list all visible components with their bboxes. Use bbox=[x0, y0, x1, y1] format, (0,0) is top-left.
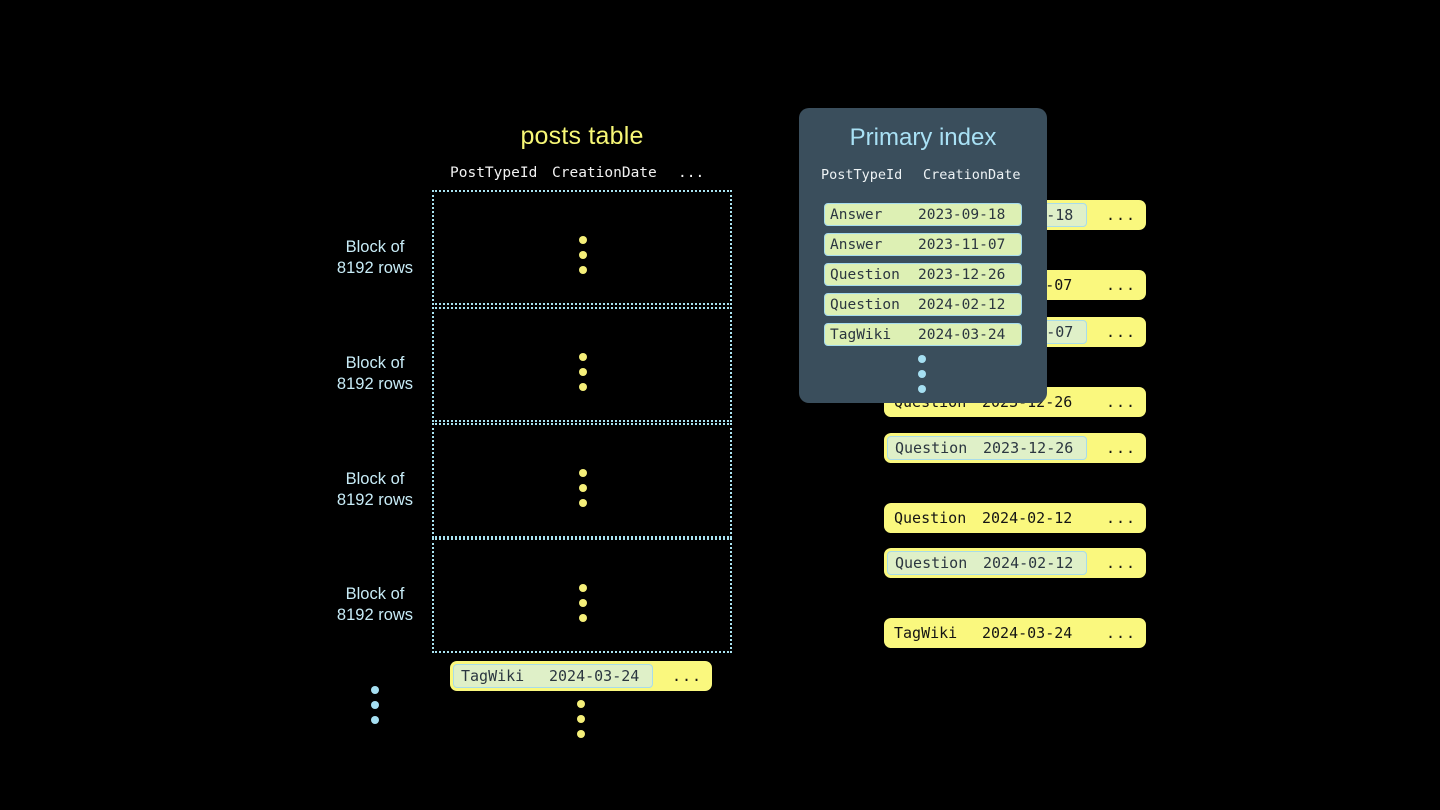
cell-creationdate: 2024-02-12 bbox=[983, 554, 1074, 572]
cell-creationdate: 2024-03-24 bbox=[549, 667, 640, 685]
index-cell-creationdate: 2023-09-18 bbox=[918, 206, 1006, 223]
primary-index-title: Primary index bbox=[849, 124, 997, 151]
index-cell-creationdate: 2024-03-24 bbox=[918, 326, 1006, 343]
cell-creationdate: 2024-02-12 bbox=[982, 509, 1073, 527]
index-column-header-creationdate: CreationDate bbox=[923, 167, 1021, 183]
posts-table-title: posts table bbox=[520, 122, 644, 150]
posts-table-column-headers: PostTypeId CreationDate ... bbox=[432, 165, 732, 187]
cell-more: ... bbox=[1106, 554, 1137, 572]
cell-posttypeid: TagWiki bbox=[461, 667, 525, 685]
cell-more: ... bbox=[1106, 276, 1137, 294]
table-ellipsis-icon bbox=[577, 700, 587, 745]
row-highlight-cells: Question 2024-02-12 bbox=[887, 551, 1087, 575]
block-label-1: Block of 8192 rows bbox=[336, 238, 414, 277]
table-row: TagWiki 2024-03-24 ... bbox=[884, 618, 1146, 648]
cell-posttypeid: Question bbox=[895, 554, 968, 572]
primary-index-panel: Primary index PostTypeId CreationDate An… bbox=[799, 108, 1047, 403]
block-label-2: Block of 8192 rows bbox=[336, 354, 414, 393]
column-header-creationdate: CreationDate bbox=[552, 165, 657, 181]
posts-table-diagram: posts table PostTypeId CreationDate ... … bbox=[336, 122, 1146, 745]
cell-posttypeid: Question bbox=[895, 439, 968, 457]
index-cell-creationdate: 2024-02-12 bbox=[918, 296, 1006, 313]
cell-more: ... bbox=[1106, 206, 1137, 224]
cell-more: ... bbox=[672, 667, 703, 685]
table-row: Question 2024-02-12 ... bbox=[884, 548, 1146, 578]
table-row-trailing: TagWiki 2024-03-24 ... bbox=[450, 661, 712, 691]
cell-creationdate: 2024-03-24 bbox=[982, 624, 1073, 642]
block-label-4: Block of 8192 rows bbox=[336, 585, 414, 624]
cell-more: ... bbox=[1106, 439, 1137, 457]
index-row: Question 2023-12-26 bbox=[824, 263, 1022, 286]
index-row: TagWiki 2024-03-24 bbox=[824, 323, 1022, 346]
cell-more: ... bbox=[1106, 323, 1137, 341]
cell-more: ... bbox=[1106, 393, 1137, 411]
primary-index-column-headers: PostTypeId CreationDate bbox=[799, 167, 1047, 187]
cell-posttypeid: TagWiki bbox=[894, 624, 958, 642]
index-row: Answer 2023-09-18 bbox=[824, 203, 1022, 226]
index-row: Question 2024-02-12 bbox=[824, 293, 1022, 316]
index-row: Answer 2023-11-07 bbox=[824, 233, 1022, 256]
index-cell-posttypeid: TagWiki bbox=[830, 326, 892, 343]
row-highlight-cells: Question 2023-12-26 bbox=[887, 436, 1087, 460]
index-cell-posttypeid: Question bbox=[830, 266, 900, 283]
block-2: Answer 2023-11-07 ... Question 2023-12-2… bbox=[432, 307, 1146, 422]
row-cells: Question 2024-02-12 bbox=[887, 506, 1087, 530]
block-label-3: Block of 8192 rows bbox=[336, 470, 414, 509]
row-highlight-cells: TagWiki 2024-03-24 bbox=[453, 664, 653, 688]
block-1: Answer 2023-09-18 ... Answer 2023-11-07 … bbox=[432, 190, 1146, 305]
row-ellipsis-icon bbox=[579, 469, 589, 514]
row-ellipsis-icon bbox=[579, 236, 589, 281]
index-cell-posttypeid: Answer bbox=[830, 236, 883, 253]
index-ellipsis-icon bbox=[918, 355, 928, 400]
row-ellipsis-icon bbox=[579, 353, 589, 398]
table-row: Question 2023-12-26 ... bbox=[884, 433, 1146, 463]
cell-creationdate: 2023-12-26 bbox=[983, 439, 1074, 457]
index-cell-creationdate: 2023-11-07 bbox=[918, 236, 1006, 253]
block-4: Question 2024-02-12 ... TagWiki 2024-03-… bbox=[432, 538, 1146, 653]
blocks-ellipsis-icon bbox=[371, 686, 381, 731]
index-cell-posttypeid: Answer bbox=[830, 206, 883, 223]
block-3: Question 2023-12-26 ... Question 2024-02… bbox=[432, 423, 1146, 538]
index-cell-posttypeid: Question bbox=[830, 296, 900, 313]
index-column-header-posttypeid: PostTypeId bbox=[821, 167, 903, 183]
row-ellipsis-icon bbox=[579, 584, 589, 629]
table-row: Question 2024-02-12 ... bbox=[884, 503, 1146, 533]
index-cell-creationdate: 2023-12-26 bbox=[918, 266, 1006, 283]
cell-more: ... bbox=[1106, 624, 1137, 642]
cell-more: ... bbox=[1106, 509, 1137, 527]
row-cells: TagWiki 2024-03-24 bbox=[887, 621, 1087, 645]
cell-posttypeid: Question bbox=[894, 509, 967, 527]
column-header-posttypeid: PostTypeId bbox=[450, 165, 538, 181]
column-header-more: ... bbox=[678, 165, 705, 181]
